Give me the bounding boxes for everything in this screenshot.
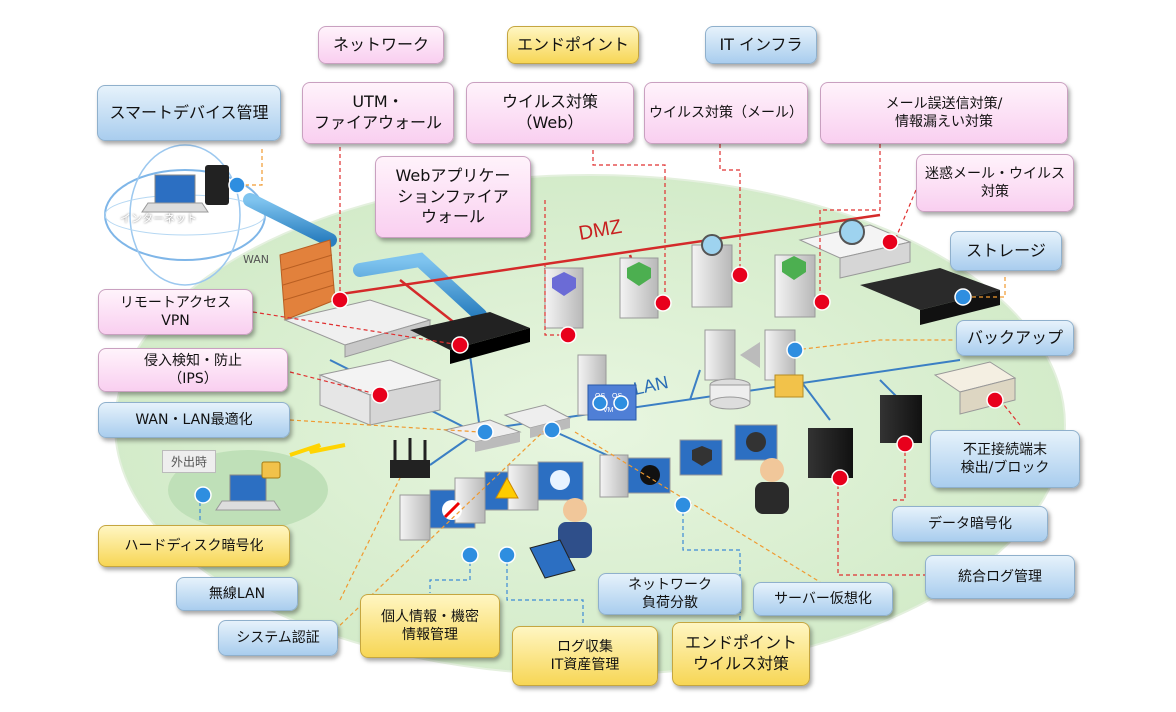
label-utm-firewall: UTM・ ファイアウォール (302, 82, 454, 144)
label-nac: 不正接続端末 検出/ブロック (930, 430, 1080, 488)
internet-pipe (243, 193, 337, 247)
spam-server (774, 254, 816, 318)
label-virus-web: ウイルス対策 （Web） (466, 82, 634, 144)
data-enc-marker (896, 435, 914, 453)
mail-misdelivery-marker (813, 293, 831, 311)
storage-device (860, 268, 1000, 325)
utm-marker (331, 291, 349, 309)
label-wan-lan: WAN・LAN最適化 (98, 402, 290, 438)
mail-virus-server (691, 234, 733, 308)
outside-tag: 外出時 (162, 450, 217, 473)
log-mgmt-marker (831, 469, 849, 487)
internet-tag: インターネット (120, 212, 197, 225)
vpn-marker (451, 336, 469, 354)
label-virus-mail: ウイルス対策（メール） (644, 82, 808, 144)
label-log-collect: ログ収集 IT資産管理 (512, 626, 658, 686)
wan-pipe (353, 252, 487, 322)
label-server-virt: サーバー仮想化 (753, 582, 893, 616)
label-wireless: 無線LAN (176, 577, 298, 611)
user-person-1 (558, 498, 592, 558)
data-enc-tower (880, 395, 922, 443)
virt-marker-1 (592, 395, 608, 411)
pc-icons (442, 432, 766, 520)
endpoint-av-marker (674, 496, 692, 514)
label-endpoint-av: エンドポイント ウイルス対策 (672, 622, 810, 686)
web-virus-marker (654, 294, 672, 312)
legend-endpoint: エンドポイント (507, 26, 639, 64)
wireless-router (390, 438, 430, 478)
mail-gateway (798, 219, 912, 279)
label-load-balance: ネットワーク 負荷分散 (598, 573, 742, 615)
label-ips: 侵入検知・防止 （IPS） (98, 348, 288, 392)
wan-lan-marker (476, 423, 494, 441)
wireless-signal (289, 443, 346, 457)
ips-marker (371, 386, 389, 404)
label-disk-enc: ハードディスク暗号化 (98, 525, 290, 567)
laptop-mobile (529, 539, 576, 579)
laptop-outside (215, 461, 281, 511)
smart-device-marker (228, 176, 246, 194)
user-person-2 (755, 458, 789, 514)
disk-enc-marker (194, 486, 212, 504)
laptop-internet (141, 165, 229, 213)
log-collect-marker (498, 546, 516, 564)
label-personal-info: 個人情報・機密 情報管理 (360, 594, 500, 658)
web-virus-server (619, 257, 659, 319)
backup-servers (704, 329, 804, 410)
label-log-mgmt: 統合ログ管理 (925, 555, 1075, 599)
label-smart-device: スマートデバイス管理 (97, 85, 281, 141)
firewall-wall (279, 239, 336, 321)
spam-marker (881, 233, 899, 251)
label-backup: バックアップ (956, 320, 1074, 356)
storage-marker (954, 288, 972, 306)
load-balance-marker (543, 421, 561, 439)
dashed-orange-connectors (245, 148, 1006, 631)
legend-it-infra: IT インフラ (705, 26, 817, 64)
mail-virus-marker (731, 266, 749, 284)
label-data-enc: データ暗号化 (892, 506, 1048, 542)
waf-marker (559, 326, 577, 344)
blue-markers (194, 176, 972, 564)
waf-server (544, 267, 584, 329)
label-mail-misdelivery: メール誤送信対策/ 情報漏えい対策 (820, 82, 1068, 144)
black-router (410, 312, 530, 364)
log-server-tower (808, 428, 853, 478)
nac-marker (986, 391, 1004, 409)
personal-info-marker (461, 546, 479, 564)
label-sys-auth: システム認証 (218, 620, 338, 656)
red-markers (331, 233, 1004, 487)
legend-network: ネットワーク (318, 26, 444, 64)
backup-marker (786, 341, 804, 359)
wan-tag: WAN (243, 253, 270, 266)
label-remote-vpn: リモートアクセス VPN (98, 289, 253, 335)
label-spam: 迷惑メール・ウイルス 対策 (916, 154, 1074, 212)
label-waf: Webアプリケー ションファイア ウォール (375, 156, 531, 238)
client-pcs (399, 424, 778, 541)
svg-text:VM: VM (603, 407, 614, 414)
virt-marker-2 (613, 395, 629, 411)
label-storage: ストレージ (950, 231, 1062, 271)
